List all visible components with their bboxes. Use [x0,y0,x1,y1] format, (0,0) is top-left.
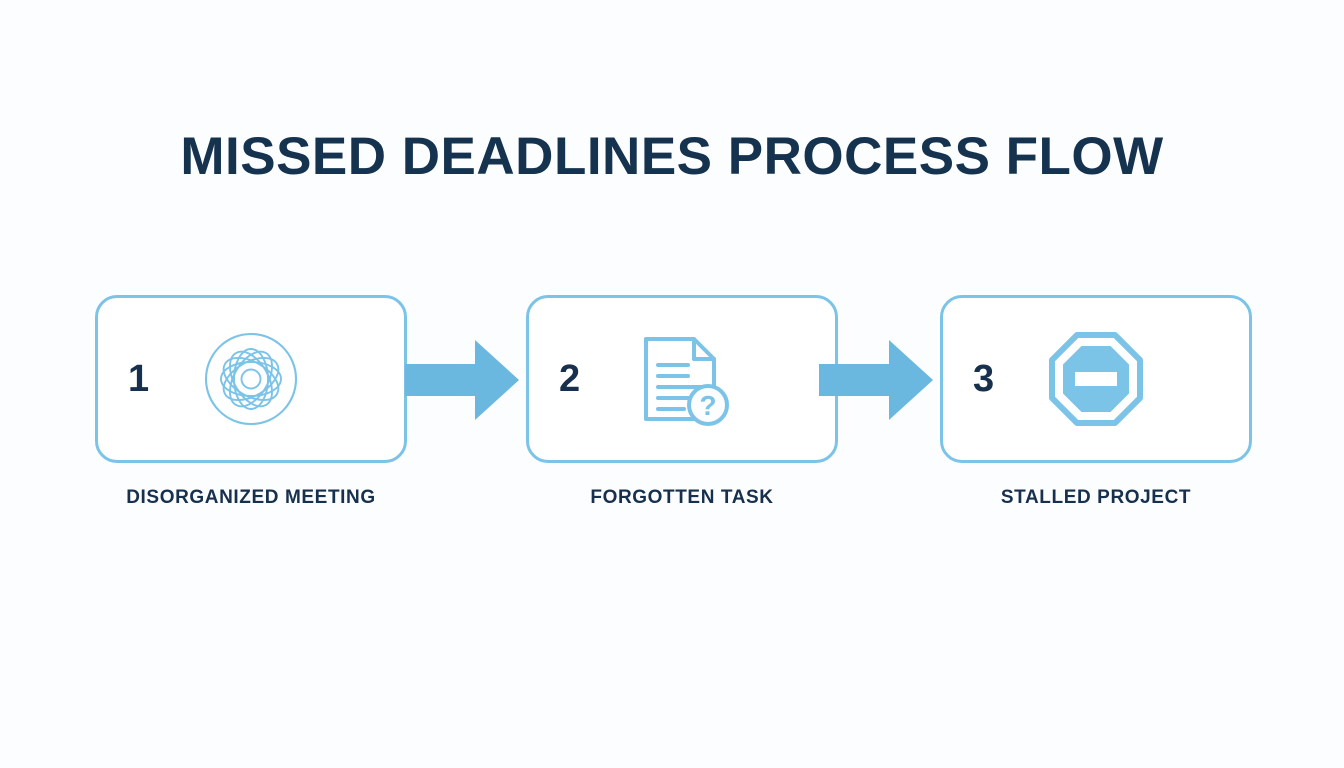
step-label-1: DISORGANIZED MEETING [126,487,376,508]
step-card-3[interactable]: 3 [940,295,1252,463]
step-label-2: FORGOTTEN TASK [590,487,774,508]
tangled-rosette-icon [201,329,301,429]
document-question-icon: ? [632,329,732,429]
step-label-3: STALLED PROJECT [1000,487,1192,508]
process-flow-row: 1 [95,295,1252,465]
step-card-2[interactable]: 2 ? [526,295,838,463]
step-number-1: 1 [128,358,150,400]
arrow-right-icon-1 [405,334,521,426]
step-card-1[interactable]: 1 [95,295,407,463]
step-number-3: 3 [973,358,995,400]
step-number-2: 2 [559,358,581,400]
page-title: MISSED DEADLINES PROCESS FLOW [180,127,1164,186]
arrow-right-icon-2 [819,334,935,426]
stop-sign-icon [1046,329,1146,429]
step-labels-row: DISORGANIZED MEETING FORGOTTEN TASK STAL… [95,487,1250,517]
svg-text:?: ? [699,390,716,421]
